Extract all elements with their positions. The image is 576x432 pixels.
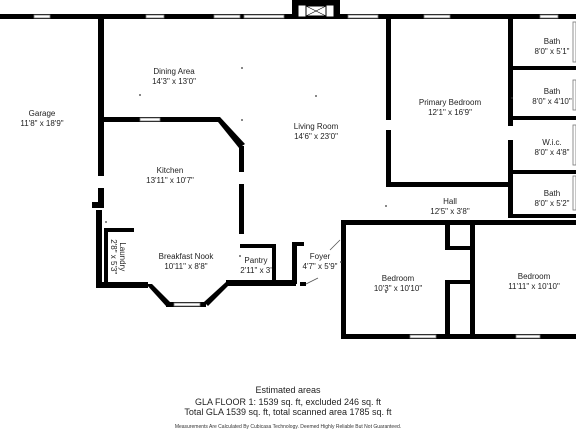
room-dims: 2'8" x 5'3" (109, 239, 118, 275)
room-dining-area: Dining Area 14'3" x 13'0" (152, 67, 196, 86)
room-living-room: Living Room 14'6" x 23'0" (294, 122, 338, 141)
areas-title: Estimated areas (255, 385, 321, 395)
room-walk-in-closet: W.i.c. 8'0" x 4'8" (535, 138, 570, 157)
room-bath-2: Bath 8'0" x 4'10" (532, 87, 571, 106)
room-dims: 12'1" x 16'9" (428, 107, 472, 117)
room-dims: 11'8" x 18'9" (20, 118, 64, 128)
room-name: Bath (543, 37, 561, 46)
doors (98, 120, 391, 286)
fireplace (292, 0, 340, 18)
room-name: Kitchen (156, 166, 184, 175)
room-dims: 13'11" x 10'7" (146, 175, 194, 185)
room-name: Laundry (117, 242, 127, 272)
walls (0, 14, 576, 339)
room-bedroom-2: Bedroom 11'11" x 10'10" (508, 272, 560, 291)
room-name: W.i.c. (542, 138, 562, 147)
door-swings (305, 239, 341, 285)
room-dims: 8'0" x 5'1" (534, 46, 570, 56)
room-kitchen: Kitchen 13'11" x 10'7" (146, 166, 194, 185)
room-dims: 14'6" x 23'0" (294, 131, 338, 141)
room-dims: 2'11" x 3' (240, 265, 272, 275)
room-name: Garage (28, 109, 56, 118)
room-name: Breakfast Nook (158, 252, 214, 261)
room-breakfast-nook: Breakfast Nook 10'11" x 8'8" (159, 252, 214, 271)
gla-floor-line: GLA FLOOR 1: 1539 sq. ft, excluded 246 s… (194, 397, 382, 407)
room-dims: 10'3" x 10'10" (373, 283, 423, 293)
room-bath-1: Bath 8'0" x 5'1" (535, 37, 570, 56)
room-name: Bedroom (381, 274, 415, 283)
room-name: Bath (543, 189, 561, 198)
room-name: Primary Bedroom (418, 98, 482, 107)
room-name: Bedroom (517, 272, 551, 281)
room-name: Dining Area (153, 67, 195, 76)
room-primary-bedroom: Primary Bedroom 12'1" x 16'9" (419, 98, 481, 117)
credit-line: Measurements Are Calculated By Cubicasa … (174, 424, 402, 430)
room-bath-3: Bath 8'0" x 5'2" (535, 189, 570, 208)
room-dims: 4'7" x 5'9" (302, 261, 338, 271)
room-foyer: Foyer 4'7" x 5'9" (303, 252, 338, 271)
room-name: Bath (543, 87, 561, 96)
windows (33, 14, 576, 339)
room-dims: 8'0" x 4'10" (532, 96, 572, 106)
markers (105, 67, 513, 293)
room-dims: 14'3" x 13'0" (152, 76, 196, 86)
room-dims: 11'11" x 10'10" (508, 281, 560, 291)
room-dims: 12'5" x 3'8" (430, 206, 470, 216)
room-name: Pantry (244, 256, 268, 265)
room-pantry: Pantry 2'11" x 3' (240, 256, 272, 275)
room-name: Hall (443, 197, 457, 206)
room-dims: 8'0" x 5'2" (534, 198, 570, 208)
room-name: Living Room (293, 122, 339, 131)
room-dims: 10'11" x 8'8" (164, 261, 208, 271)
room-laundry: Laundry 2'8" x 5'3" (108, 232, 127, 282)
room-garage: Garage 11'8" x 18'9" (20, 109, 63, 128)
room-hall: Hall 12'5" x 3'8" (430, 197, 469, 216)
room-dims: 8'0" x 4'8" (534, 147, 570, 157)
total-gla-line: Total GLA 1539 sq. ft, total scanned are… (184, 407, 392, 417)
room-bedroom-1: Bedroom 10'3" x 10'10" (374, 274, 422, 293)
room-name: Foyer (309, 252, 331, 261)
